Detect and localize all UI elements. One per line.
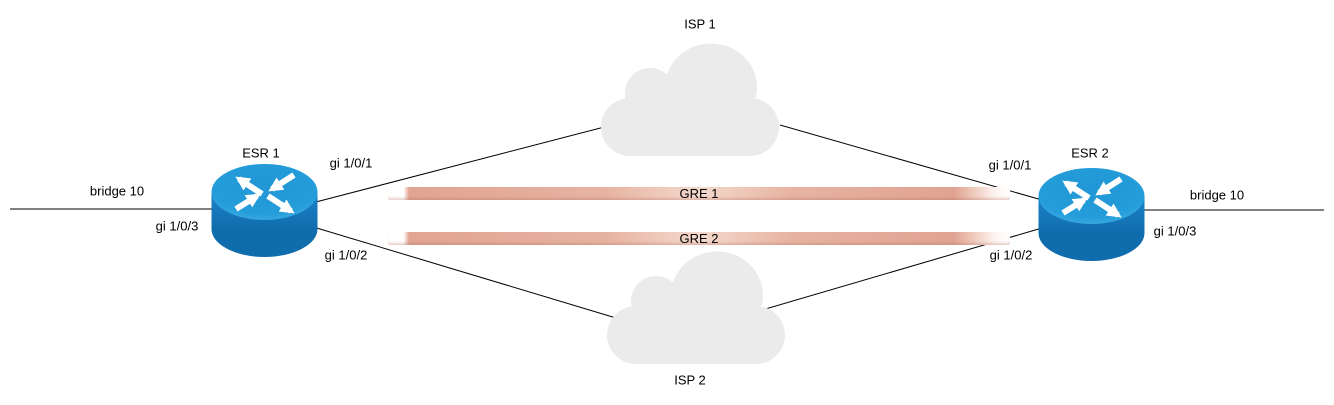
router-esr1 <box>211 163 318 258</box>
router-icon <box>211 164 318 257</box>
interface-label-esr2-gi102: gi 1/0/2 <box>989 247 1033 263</box>
cloud-isp1-label: ISP 1 <box>684 16 716 32</box>
tunnel-gre2: GRE 2 <box>388 231 1010 246</box>
cloud-icon <box>601 43 779 156</box>
link-esr1-isp2 <box>309 225 617 319</box>
interface-label-esr1-gi103: gi 1/0/3 <box>155 218 199 234</box>
interface-label-esr2-gi103: gi 1/0/3 <box>1153 223 1197 239</box>
tunnel-gre2-label: GRE 2 <box>679 231 719 246</box>
interface-label-esr1-gi101: gi 1/0/1 <box>329 155 373 171</box>
tunnel-gre1-label: GRE 1 <box>679 186 719 201</box>
bridge-label-left: bridge 10 <box>89 183 145 199</box>
interface-label-esr1-gi102: gi 1/0/2 <box>324 247 368 263</box>
interface-label-esr2-gi101: gi 1/0/1 <box>988 157 1032 173</box>
router-icon <box>1038 168 1145 261</box>
tunnel-gre1: GRE 1 <box>388 186 1010 201</box>
bridge-label-right: bridge 10 <box>1189 187 1245 203</box>
router-esr1-label: ESR 1 <box>242 145 280 161</box>
link-esr1-isp1 <box>311 124 613 204</box>
router-esr2 <box>1038 167 1145 262</box>
cloud-isp2 <box>606 250 786 365</box>
cloud-isp1 <box>600 42 780 157</box>
cloud-icon <box>607 251 785 364</box>
cloud-isp2-label: ISP 2 <box>674 372 706 388</box>
router-esr2-label: ESR 2 <box>1071 145 1109 161</box>
